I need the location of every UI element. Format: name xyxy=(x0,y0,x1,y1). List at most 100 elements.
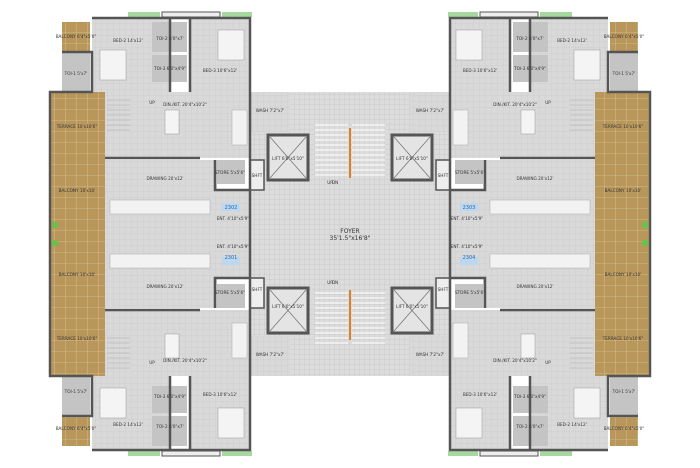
sofa xyxy=(109,199,211,215)
bed xyxy=(455,29,483,61)
room-label-terrace: TERRACE 10'x10'6" xyxy=(602,124,644,129)
stair-up-label: UP xyxy=(149,360,155,365)
terrace-strip xyxy=(50,234,105,376)
toilet-1 xyxy=(62,52,90,92)
room-label-toi1: TOI-1 5'x7' xyxy=(64,71,88,76)
walls xyxy=(448,16,652,234)
room-label-toi3: TOI-3 6'0"x4'9" xyxy=(513,394,546,399)
room-label-lift: LIFT 6'0"x5'10" xyxy=(272,304,304,309)
dining-table xyxy=(520,109,536,135)
room-label-toi3: TOI-3 6'0"x4'9" xyxy=(513,66,546,71)
balcony-corner-mark xyxy=(52,222,58,228)
window-shaft xyxy=(161,11,221,18)
bed xyxy=(573,387,601,419)
dining-table xyxy=(164,109,180,135)
window-2 xyxy=(448,12,478,17)
store xyxy=(455,284,483,308)
kitchen-counter xyxy=(231,322,248,359)
entrance xyxy=(215,190,250,234)
room-label-balcony: BALCONY 10'x10' xyxy=(605,272,642,277)
room-label-wash: WASH 7'2"x7' xyxy=(416,108,445,113)
room-label-bed3: BED-3 10'6"x12' xyxy=(463,392,497,397)
room-label-terrace: TERRACE 10'x10'6" xyxy=(56,124,98,129)
window-1 xyxy=(540,12,572,17)
drawing-room xyxy=(483,234,595,308)
window-1 xyxy=(540,451,572,456)
bed xyxy=(455,407,483,439)
room-label-bed2: BED-2 14'x12' xyxy=(557,38,587,43)
room-label-bed2: BED-2 14'x12' xyxy=(113,422,143,427)
kitchen-counter xyxy=(452,322,469,359)
room-label-toi1: TOI-1 5'x7' xyxy=(612,71,636,76)
room-label-balcony_s: BALCONY 6'4"x5'0" xyxy=(56,34,97,39)
unit-number: 2303 xyxy=(463,205,476,211)
room-label-toi2: TOI-2 6'0"x7' xyxy=(515,424,543,429)
room-label-wash: WASH 7'2"x7' xyxy=(416,352,445,357)
toilet-1 xyxy=(610,376,638,416)
window-shaft xyxy=(479,11,539,18)
unit-tag-box xyxy=(460,257,478,265)
bed xyxy=(99,387,127,419)
unit-number: 2301 xyxy=(225,255,238,261)
toilet-1 xyxy=(610,52,638,92)
dining-table xyxy=(520,333,536,359)
stair-up-label: UP xyxy=(149,100,155,105)
terrace-strip xyxy=(50,92,105,234)
room-label-toi3: TOI-3 6'0"x4'9" xyxy=(153,394,186,399)
terrace-strip xyxy=(595,92,650,234)
window-2 xyxy=(448,451,478,456)
lift-cross-icon xyxy=(269,136,307,179)
room-label-dinkit: DIN./KIT. 20'4"x10'2" xyxy=(493,358,537,363)
store xyxy=(455,160,483,184)
window-1 xyxy=(128,12,160,17)
window-1 xyxy=(128,451,160,456)
toilet-1 xyxy=(62,376,90,416)
balcony-small xyxy=(62,22,90,52)
terrace-strip xyxy=(595,234,650,376)
store xyxy=(217,284,245,308)
stair-up-label: UP xyxy=(327,280,333,285)
bed xyxy=(217,29,245,61)
room-label-ent: ENT. 4'10"x5'9" xyxy=(451,244,484,249)
room-label-dinkit: DIN./KIT. 20'4"x10'2" xyxy=(493,102,537,107)
room-label-toi2: TOI-2 6'0"x7' xyxy=(155,36,183,41)
unit-tag-box xyxy=(222,257,240,265)
room-label-ent: ENT. 4'10"x5'9" xyxy=(217,216,250,221)
room-label-drawing: DRAWING 20'x12' xyxy=(516,176,553,181)
wash-area xyxy=(250,336,290,376)
stair-dn-label: DN xyxy=(332,180,338,185)
unit-2304: BALCONY 6'4"x5'0"TOI-1 5'x7'BED-2 14'x12… xyxy=(332,234,652,457)
room-label-shaft: SHFT xyxy=(252,173,263,178)
unit-number: 2304 xyxy=(463,255,476,261)
balcony-small xyxy=(610,22,638,52)
wash-area xyxy=(250,92,290,132)
room-label-shaft: SHFT xyxy=(438,287,449,292)
bed xyxy=(217,407,245,439)
kitchen-counter xyxy=(452,109,469,146)
drawing-room xyxy=(483,160,595,234)
lift-cross-icon xyxy=(393,136,431,179)
room-label-lift: LIFT 6'0"x5'10" xyxy=(272,156,304,161)
balcony-small xyxy=(610,416,638,446)
room-label-lift: LIFT 6'0"x5'10" xyxy=(396,156,428,161)
room-label-toi2: TOI-2 6'0"x7' xyxy=(515,36,543,41)
bed xyxy=(99,49,127,81)
window-2 xyxy=(222,12,252,17)
balcony-corner-mark xyxy=(642,240,648,246)
unit-number: 2302 xyxy=(225,205,238,211)
stair-up-label: UP xyxy=(327,180,333,185)
room-label-toi2: TOI-2 6'0"x7' xyxy=(155,424,183,429)
kitchen-counter xyxy=(231,109,248,146)
stair-up-label: UP xyxy=(545,360,551,365)
window-shaft xyxy=(161,450,221,457)
dining-table xyxy=(164,333,180,359)
room-label-toi1: TOI-1 5'x7' xyxy=(612,389,636,394)
room-label-store: STORE 5'x5'6" xyxy=(215,290,245,295)
balcony-corner-mark xyxy=(642,222,648,228)
room-label-dinkit: DIN./KIT. 20'4"x10'2" xyxy=(163,102,207,107)
room-label-bed2: BED-2 14'x12' xyxy=(557,422,587,427)
unit-tag-box xyxy=(460,203,478,211)
unit-2303: BALCONY 6'4"x5'0"TOI-1 5'x7'BED-2 14'x12… xyxy=(332,11,652,234)
room-label-store: STORE 5'x5'6" xyxy=(215,170,245,175)
